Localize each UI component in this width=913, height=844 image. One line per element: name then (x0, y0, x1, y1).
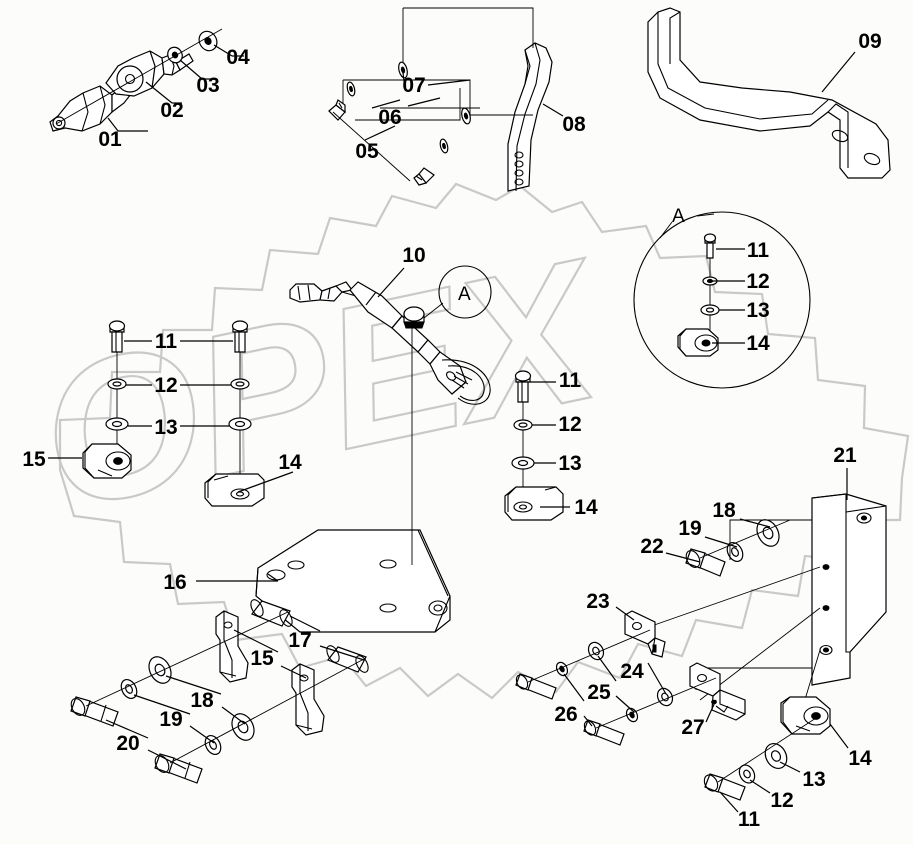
part-label-03: 03 (196, 74, 219, 97)
part-label-13c: 13 (802, 768, 825, 791)
part-label-09: 09 (858, 30, 881, 53)
detail-A-inset: A (633, 206, 811, 389)
part-label-02: 02 (160, 99, 183, 122)
part-label-24: 24 (620, 660, 644, 683)
part-label-12a: 12 (154, 374, 177, 397)
part-label-14-inset: 14 (746, 332, 770, 355)
part-label-14a: 14 (278, 451, 302, 474)
detail-A-inset-label: A (672, 206, 685, 227)
actuator-10: A (289, 265, 492, 565)
clamp-assembly (515, 606, 746, 746)
part-label-13a: 13 (154, 416, 177, 439)
part-label-10: 10 (402, 244, 425, 267)
part-label-18b: 18 (712, 499, 736, 522)
part-label-12-inset: 12 (746, 270, 769, 293)
fastener-stack-left (48, 320, 294, 507)
part-label-13-inset: 13 (746, 299, 769, 322)
right-bracket-fasteners (665, 518, 791, 577)
part-label-01: 01 (98, 128, 122, 151)
part-label-15b: 15 (250, 647, 274, 670)
part-label-04: 04 (226, 46, 250, 69)
part-label-13b: 13 (558, 452, 581, 475)
part-label-12c: 12 (770, 789, 793, 812)
part-label-22: 22 (640, 535, 663, 558)
part-label-23: 23 (586, 590, 609, 613)
part-label-11b: 11 (559, 369, 582, 392)
part-label-21: 21 (833, 444, 857, 467)
part-label-12b: 12 (558, 413, 581, 436)
part-label-25: 25 (587, 681, 611, 704)
part-label-05: 05 (355, 140, 379, 163)
part-label-26: 26 (554, 703, 577, 726)
part-label-17: 17 (288, 629, 311, 652)
part-label-14c: 14 (848, 747, 872, 770)
part-label-08: 08 (562, 113, 586, 136)
part-label-19b: 19 (678, 517, 701, 540)
part-label-11a: 11 (155, 330, 178, 353)
sensor-assembly (49, 28, 244, 132)
part-label-20: 20 (116, 732, 139, 755)
detail-A-label: A (458, 284, 471, 305)
part-label-14b: 14 (574, 496, 598, 519)
part-label-07: 07 (402, 74, 425, 97)
part-label-18a: 18 (190, 689, 214, 712)
bracket-09 (647, 7, 891, 179)
clamp-stack-lower-right (703, 696, 849, 813)
part-label-15a: 15 (22, 448, 46, 471)
fastener-stack-mid (504, 370, 570, 521)
lever-assembly (328, 7, 564, 192)
part-number-labels: 01 02 03 04 05 06 07 08 09 10 11 12 13 1… (22, 30, 881, 831)
lower-left-fasteners (70, 599, 369, 784)
part-label-06: 06 (378, 106, 401, 129)
part-label-16: 16 (163, 571, 186, 594)
part-label-19a: 19 (159, 708, 182, 731)
part-label-27: 27 (681, 716, 704, 739)
bracket-21 (639, 468, 887, 717)
part-label-11c: 11 (738, 808, 761, 831)
part-label-11-inset: 11 (747, 239, 770, 262)
